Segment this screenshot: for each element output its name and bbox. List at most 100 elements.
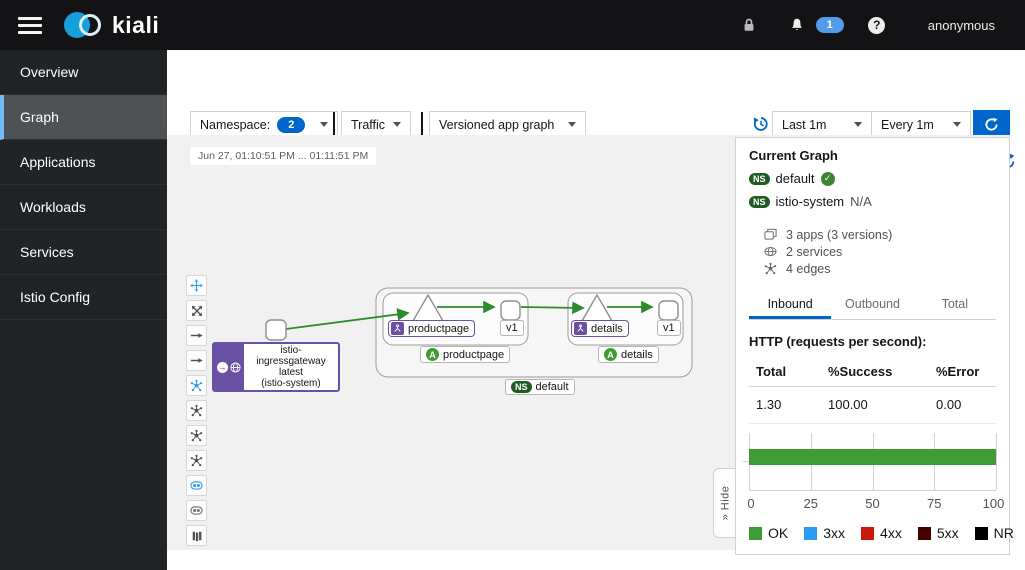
toolbar-divider (333, 112, 335, 137)
details-service-text: details (591, 322, 623, 335)
tick-label: 25 (803, 496, 818, 511)
hamburger-menu-icon[interactable] (18, 16, 42, 34)
namespace-status-row: NS default ✓ (749, 171, 996, 186)
layout-2-button[interactable] (186, 425, 207, 446)
cell-total: 1.30 (756, 397, 782, 412)
namespace-label: Namespace: (200, 117, 271, 132)
graph-stats: 3 apps (3 versions) 2 services 4 edges (764, 226, 996, 277)
sidebar-item-graph[interactable]: Graph (0, 95, 167, 140)
sidebar-item-istio-services[interactable]: Services (0, 230, 167, 275)
node-productpage-v1[interactable] (500, 300, 521, 321)
layout-default-button[interactable] (186, 375, 207, 396)
arrow-right-icon (190, 358, 203, 363)
hide-panel-label: » Hide (719, 485, 732, 521)
productpage-v1-label[interactable]: v1 (500, 320, 524, 336)
notification-count-badge[interactable]: 1 (815, 17, 844, 33)
virtual-service-icon (574, 322, 587, 335)
stat-services: 2 services (764, 243, 996, 260)
masthead: kiali 1 ? anonymous (0, 0, 1025, 50)
gateway-globe-icon (230, 361, 241, 373)
ns-badge-icon: NS (511, 381, 532, 393)
details-service-label[interactable]: details (571, 320, 629, 337)
legend-label: 5xx (936, 525, 959, 541)
productpage-service-label[interactable]: productpage (388, 320, 476, 337)
zoom-to-fit-button[interactable] (186, 300, 207, 321)
graph-layout-icon (190, 404, 203, 417)
details-v1-text: v1 (663, 322, 675, 334)
notifications-button[interactable] (780, 8, 814, 42)
sidebar-item-overview[interactable]: Overview (0, 50, 167, 95)
legend-swatch (804, 526, 818, 540)
lock-icon (744, 18, 754, 31)
tick-label: 50 (865, 496, 880, 511)
stat-edges: 4 edges (764, 260, 996, 277)
legend-label: OK (768, 525, 789, 541)
namespace-box-label[interactable]: NS default (505, 379, 575, 395)
question-icon: ? (868, 16, 886, 34)
user-menu[interactable]: anonymous (927, 17, 995, 33)
hide-all-edges-button[interactable] (186, 350, 207, 371)
tab-total[interactable]: Total (941, 297, 969, 311)
legend-button[interactable] (186, 525, 207, 546)
tab-inbound[interactable]: Inbound (749, 290, 832, 319)
hide-panel-button[interactable]: » Hide (713, 468, 736, 538)
node-istio-ingressgateway[interactable] (265, 319, 287, 341)
details-v1-label[interactable]: v1 (657, 320, 681, 336)
tab-outbound[interactable]: Outbound (845, 297, 900, 311)
gateway-namespace: (istio-system) (261, 378, 321, 389)
health-check-icon: ✓ (820, 171, 835, 186)
traffic-source-icon: → (217, 361, 228, 373)
sidebar-item-applications[interactable]: Applications (0, 140, 167, 185)
chevron-down-icon (393, 122, 402, 127)
graph-type-dropdown[interactable]: Versioned app graph (429, 111, 587, 138)
legend-swatch (861, 526, 875, 540)
graph-layout-icon (190, 429, 203, 442)
productpage-service-text: productpage (408, 322, 470, 335)
edge-gateway-to-productpage[interactable] (285, 308, 410, 330)
productpage-v1-text: v1 (506, 322, 518, 334)
arrow-right-icon (190, 333, 203, 338)
refresh-button[interactable] (973, 110, 1010, 139)
time-range-history-icon[interactable] (753, 116, 769, 137)
refresh-interval-label: Every 1m (881, 117, 934, 132)
chevron-down-icon (854, 122, 862, 127)
services-icon (764, 246, 777, 257)
productpage-app-label[interactable]: A productpage (420, 346, 511, 363)
hide-healthy-edges-button[interactable] (186, 325, 207, 346)
edge-productpage-to-details[interactable] (520, 301, 585, 315)
details-app-label[interactable]: A details (598, 346, 659, 363)
http-section-title: HTTP (requests per second): (749, 334, 927, 349)
help-button[interactable]: ? (860, 8, 894, 42)
namespace-dropdown[interactable]: Namespace: 2 (190, 111, 339, 138)
sidebar-item-istio-config[interactable]: Istio Config (0, 275, 167, 320)
cell-success: 100.00 (828, 397, 868, 412)
legend-label: 4xx (880, 525, 902, 541)
details-app-text: details (621, 348, 653, 361)
time-range-dropdown[interactable]: Last 1m (772, 111, 872, 138)
panel-title: Current Graph (749, 148, 838, 163)
productpage-app-text: productpage (443, 348, 505, 361)
virtual-service-icon (391, 322, 404, 335)
gateway-node-label[interactable]: → istio-ingressgateway latest (istio-sys… (212, 342, 340, 392)
traffic-dropdown[interactable]: Traffic (341, 111, 412, 138)
namespace-boxes-on-button[interactable] (186, 475, 207, 496)
time-range-label: Last 1m (782, 117, 827, 132)
layout-1-button[interactable] (186, 400, 207, 421)
y-axis-tick (743, 461, 749, 462)
toggle-drag-button[interactable] (186, 275, 207, 296)
ns-badge-icon: NS (749, 172, 770, 185)
refresh-interval-dropdown[interactable]: Every 1m (871, 111, 971, 138)
sidebar-item-workloads[interactable]: Workloads (0, 185, 167, 230)
namespace-boxes-off-button[interactable] (186, 500, 207, 521)
node-details-v1[interactable] (658, 300, 679, 321)
graph-type-label: Versioned app graph (439, 117, 555, 132)
lock-icon[interactable] (732, 8, 766, 42)
traffic-label: Traffic (351, 117, 386, 132)
stat-apps: 3 apps (3 versions) (764, 226, 996, 243)
cell-error: 0.00 (936, 397, 962, 412)
layout-3-button[interactable] (186, 450, 207, 471)
col-error: %Error (936, 364, 980, 379)
tick-label: 0 (747, 496, 755, 511)
graph-layout-icon (190, 454, 203, 467)
table-header-row: Total %Success %Error (749, 358, 996, 387)
